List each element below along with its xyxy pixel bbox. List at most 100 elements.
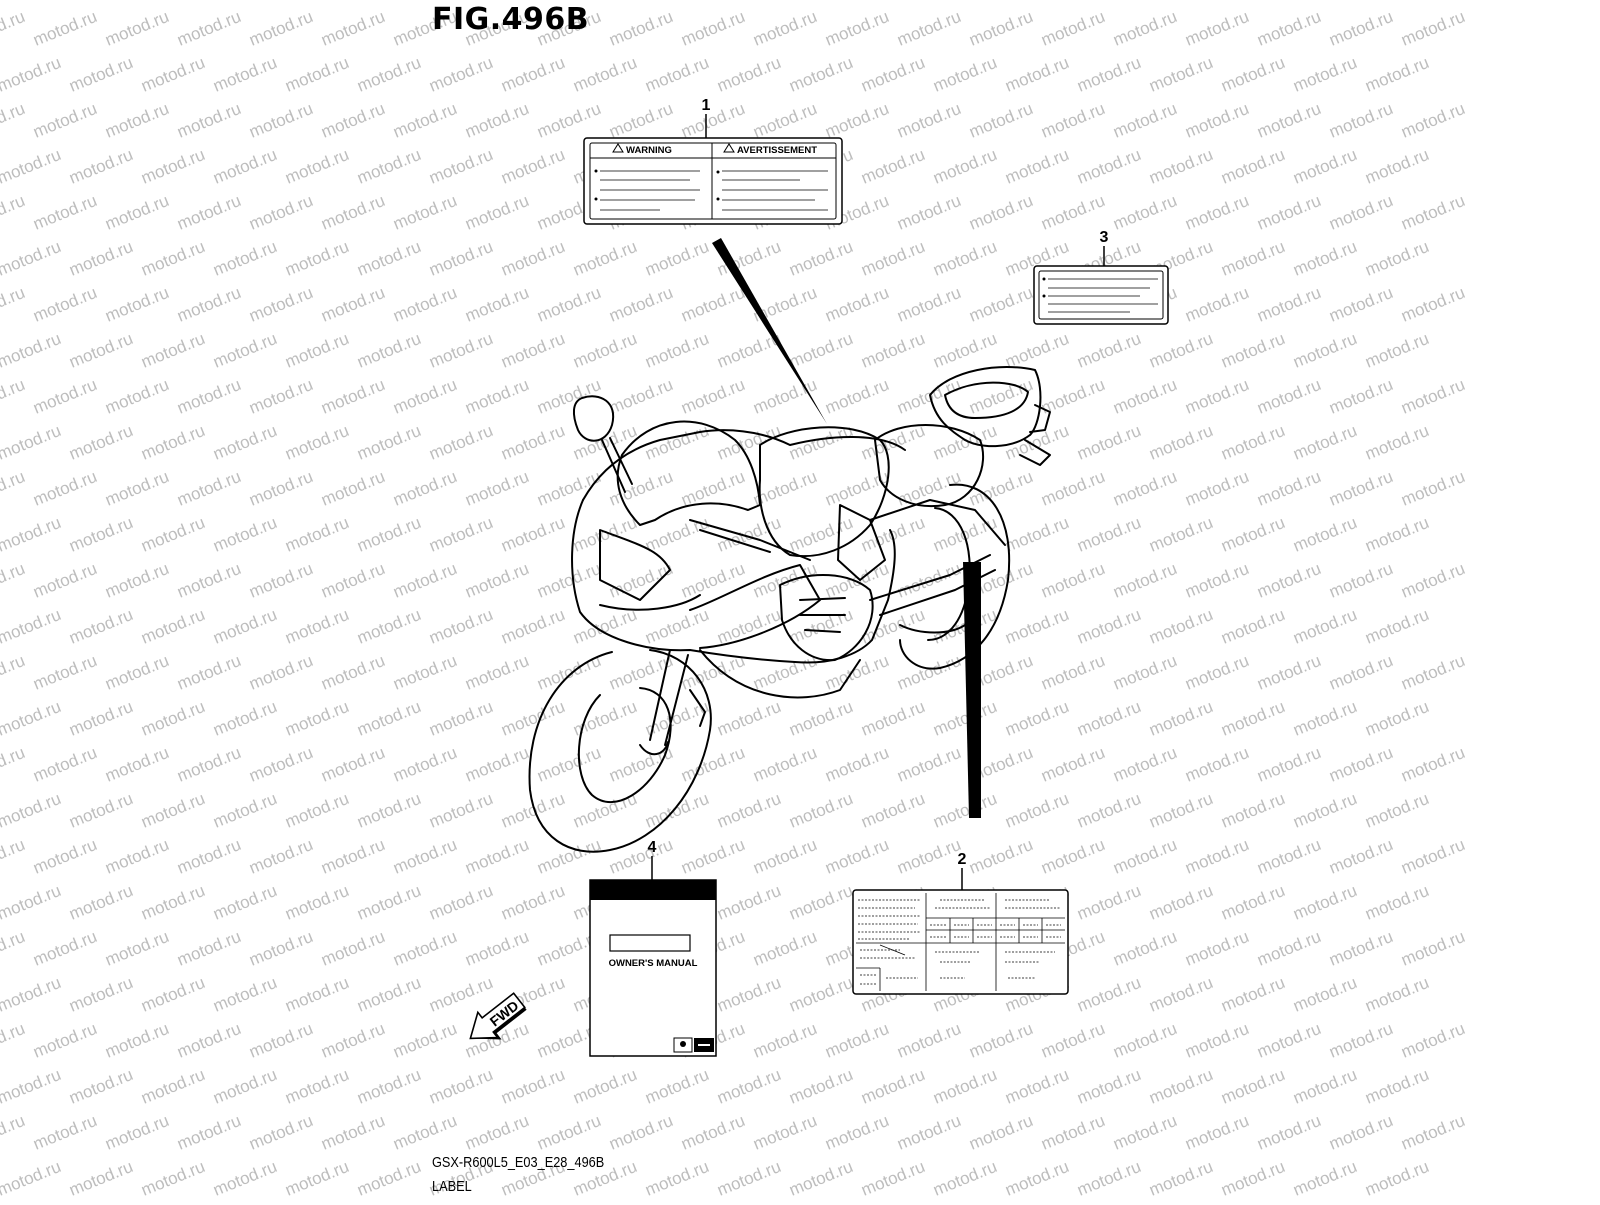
watermark-text: motod.ru [1182,559,1251,602]
watermark-text: motod.ru [1182,99,1251,142]
watermark-text: motod.ru [1002,53,1071,96]
watermark-text: motod.ru [0,1157,64,1200]
watermark-text: motod.ru [210,145,279,188]
watermark-text: motod.ru [426,881,495,924]
watermark-text: motod.ru [0,375,28,418]
mirror-stem [601,437,633,493]
label-3 [1033,265,1169,325]
watermark-text: motod.ru [390,375,459,418]
watermark-text: motod.ru [210,1157,279,1200]
watermark-text: motod.ru [0,329,64,372]
watermark-text: motod.ru [1074,1157,1143,1200]
watermark-text: motod.ru [30,191,99,234]
watermark-text: motod.ru [1002,789,1071,832]
engine-area [779,573,874,662]
watermark-text: motod.ru [318,99,387,142]
watermark-text: motod.ru [282,973,351,1016]
watermark-text: motod.ru [1398,283,1467,326]
watermark-text: motod.ru [1398,835,1467,878]
watermark-text: motod.ru [786,1065,855,1108]
watermark-text: motod.ru [318,1111,387,1154]
watermark-text: motod.ru [354,697,423,740]
watermark-text: motod.ru [1074,145,1143,188]
watermark-text: motod.ru [642,1065,711,1108]
watermark-text: motod.ru [1038,835,1107,878]
watermark-text: motod.ru [1398,99,1467,142]
watermark-text: motod.ru [66,1157,135,1200]
watermark-text: motod.ru [930,1065,999,1108]
watermark-text: motod.ru [1362,789,1431,832]
watermark-text: motod.ru [678,99,747,142]
watermark-text: motod.ru [174,99,243,142]
watermark-text: motod.ru [1110,1111,1179,1154]
watermark-text: motod.ru [426,421,495,464]
watermark-text: motod.ru [318,375,387,418]
watermark-text: motod.ru [858,237,927,280]
watermark-text: motod.ru [0,559,28,602]
watermark-text: motod.ru [858,329,927,372]
watermark-text: motod.ru [1218,421,1287,464]
watermark-text: motod.ru [930,1157,999,1200]
watermark-text: motod.ru [174,467,243,510]
watermark-text: motod.ru [1398,1019,1467,1062]
watermark-text: motod.ru [930,329,999,372]
watermark-text: motod.ru [0,881,64,924]
watermark-text: motod.ru [1038,99,1107,142]
watermark-text: motod.ru [1290,973,1359,1016]
tail-section [929,366,1042,448]
watermark-text: motod.ru [498,881,567,924]
watermark-text: motod.ru [462,375,531,418]
front-brake [689,689,706,727]
watermark-text: motod.ru [714,421,783,464]
watermark-text: motod.ru [750,7,819,50]
watermark-text: motod.ru [30,1111,99,1154]
watermark-text: motod.ru [1038,651,1107,694]
watermark-text: motod.ru [174,7,243,50]
watermark-text: motod.ru [318,651,387,694]
watermark-text: motod.ru [318,7,387,50]
watermark-text: motod.ru [1038,1111,1107,1154]
watermark-text: motod.ru [102,835,171,878]
watermark-text: motod.ru [570,53,639,96]
watermark-text: motod.ru [30,559,99,602]
watermark-text: motod.ru [282,421,351,464]
watermark-text: motod.ru [1182,651,1251,694]
watermark-text: motod.ru [1218,237,1287,280]
watermark-text: motod.ru [1074,789,1143,832]
watermark-text: motod.ru [1254,467,1323,510]
watermark-text: motod.ru [1146,145,1215,188]
watermark-text: motod.ru [1218,145,1287,188]
watermark-text: motod.ru [390,835,459,878]
watermark-text: motod.ru [1290,697,1359,740]
leader-line-1 [712,238,827,424]
watermark-text: motod.ru [66,1065,135,1108]
watermark-text: motod.ru [66,513,135,556]
label-1-left-header: WARNING [626,145,672,156]
watermark-text: motod.ru [210,881,279,924]
watermark-text: motod.ru [426,973,495,1016]
watermark-text: motod.ru [390,467,459,510]
watermark-text: motod.ru [1362,53,1431,96]
watermark-text: motod.ru [1362,237,1431,280]
watermark-text: motod.ru [282,881,351,924]
watermark-text: motod.ru [1038,7,1107,50]
watermark-text: motod.ru [1398,927,1467,970]
watermark-text: motod.ru [0,237,64,280]
watermark-text: motod.ru [1326,559,1395,602]
watermark-text: motod.ru [462,651,531,694]
watermark-text: motod.ru [246,467,315,510]
watermark-text: motod.ru [606,375,675,418]
watermark-text: motod.ru [1362,145,1431,188]
watermark-text: motod.ru [1326,1019,1395,1062]
watermark-text: motod.ru [786,53,855,96]
watermark-text: motod.ru [1146,605,1215,648]
watermark-text: motod.ru [1146,1157,1215,1200]
watermark-text: motod.ru [1146,0,1215,4]
watermark-text: motod.ru [1110,7,1179,50]
watermark-text: motod.ru [1254,99,1323,142]
front-fork [639,649,689,756]
watermark-text: motod.ru [534,467,603,510]
watermark-text: motod.ru [1146,881,1215,924]
watermark-text: motod.ru [66,605,135,648]
watermark-text: motod.ru [0,605,64,648]
